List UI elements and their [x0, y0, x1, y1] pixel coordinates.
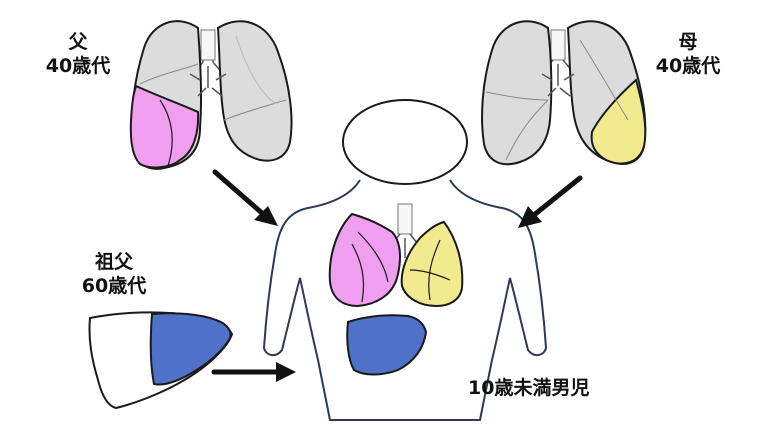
father-label: 父 40歳代: [42, 30, 114, 78]
child-torso: [262, 179, 548, 421]
child-body: [262, 99, 548, 421]
grandfather-label: 祖父 60歳代: [78, 250, 150, 298]
father-lower-lobe-pink: [129, 84, 200, 169]
grandfather-liver: [88, 311, 234, 410]
arrow-father-to-child: [212, 169, 278, 226]
mother-label: 母 40歳代: [652, 30, 724, 78]
mother-lower-lobe-yellow: [590, 78, 647, 165]
father-lungs: [129, 20, 293, 170]
child-liver: [346, 314, 428, 376]
child-yellow-lung: [400, 220, 464, 308]
grandfather-age: 60歳代: [81, 275, 147, 297]
arrow-grandfather-to-child: [211, 362, 296, 382]
mother-relation: 母: [678, 31, 698, 53]
patient-text: 10歳未満男児: [468, 377, 590, 399]
grandfather-liver-blue-lobe: [149, 312, 232, 386]
child-pink-lung: [328, 212, 401, 308]
child-head: [342, 99, 468, 185]
mother-lungs: [481, 20, 647, 166]
patient-label: 10歳未満男児: [468, 376, 589, 400]
mother-right-lung: [481, 20, 553, 166]
mother-age: 40歳代: [655, 55, 721, 77]
father-left-lung: [216, 20, 293, 162]
father-age: 40歳代: [45, 55, 111, 77]
grandfather-relation: 祖父: [94, 251, 133, 273]
father-relation: 父: [68, 31, 88, 53]
arrow-mother-to-child: [518, 175, 583, 228]
